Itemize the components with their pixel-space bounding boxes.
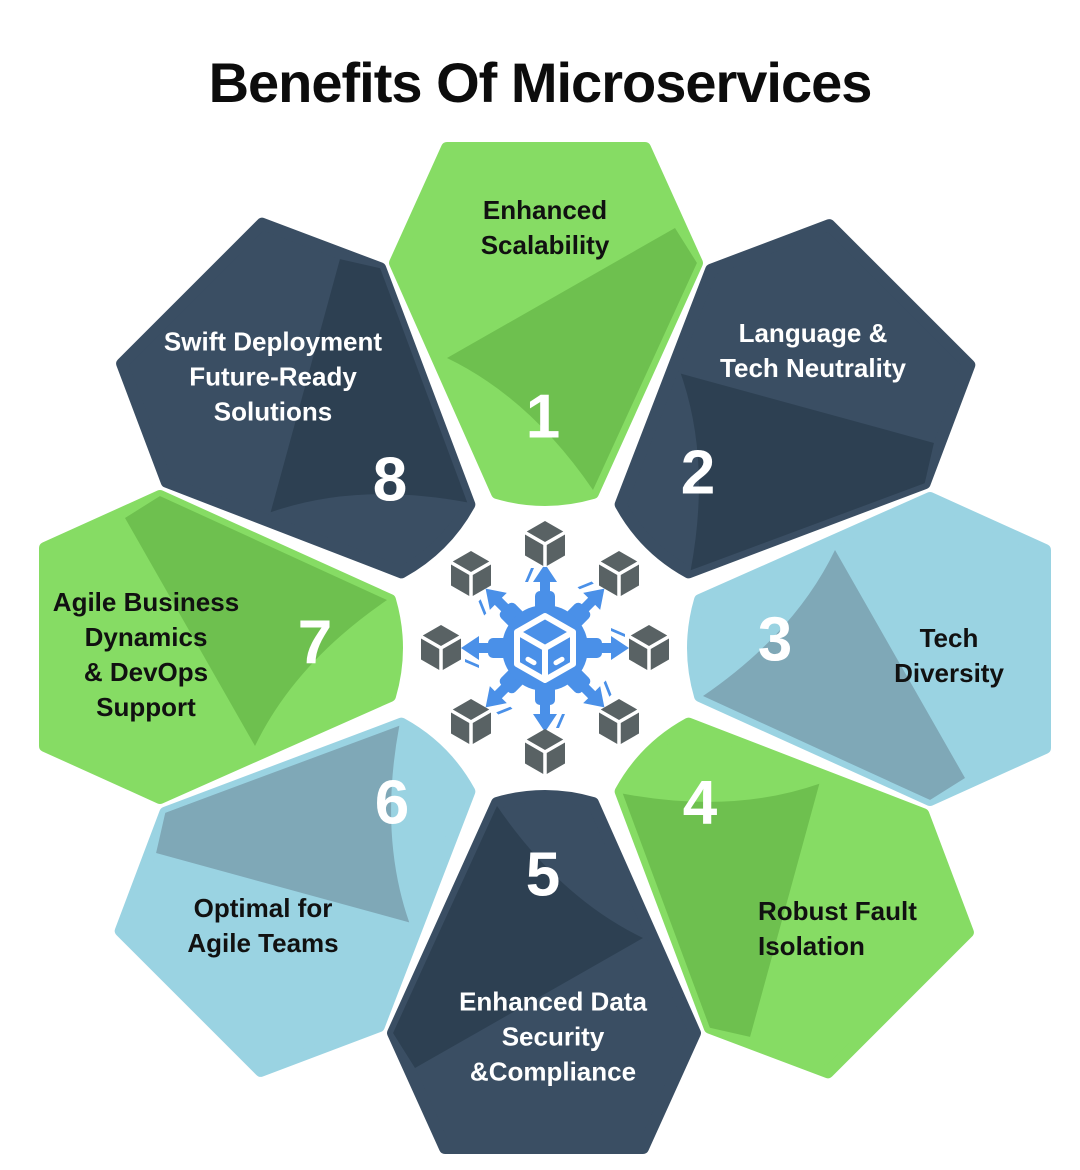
- petal-8-number: 8: [372, 445, 408, 515]
- petal-2-fold: [680, 373, 934, 571]
- petal-8-label: Swift Deployment Future-Ready Solutions: [163, 326, 383, 427]
- petal-7-number: 7: [297, 608, 333, 678]
- petal-1-fold: [447, 228, 697, 490]
- cube-icon: [523, 519, 567, 569]
- cube-icon: [419, 623, 463, 673]
- petal-2-label: Language & Tech Neutrality: [720, 318, 906, 383]
- petal-7-label: Agile Business Dynamics & DevOps Support: [52, 587, 240, 722]
- cube-icon: [449, 697, 493, 747]
- petal-4-label: Robust Fault Isolation: [758, 896, 917, 961]
- microservices-hub-icon: [419, 519, 671, 777]
- cube-icon: [597, 697, 641, 747]
- petal-5-fold: [393, 806, 643, 1068]
- petal-7-fold: [125, 496, 387, 746]
- petal-5-label: Enhanced Data Security &Compliance: [459, 986, 647, 1087]
- petal-4-fold: [622, 783, 820, 1037]
- petal-6-label: Optimal for Agile Teams: [187, 893, 339, 958]
- petal-4-number: 4: [682, 768, 718, 838]
- petal-2: [544, 188, 1006, 650]
- gear-icon: [488, 591, 602, 705]
- petal-7: [45, 496, 397, 798]
- petal-8: [85, 187, 547, 649]
- cube-icon: [523, 727, 567, 777]
- petal-8-fold: [270, 259, 468, 513]
- petal-5-number: 5: [525, 840, 561, 910]
- cube-icon: [627, 623, 671, 673]
- petal-3-label: Tech Diversity: [894, 623, 1004, 688]
- gear-cube-icon: [514, 613, 576, 683]
- petal-6: [84, 645, 546, 1107]
- petal-2-number: 2: [680, 438, 716, 508]
- page-title: Benefits Of Microservices: [208, 51, 873, 114]
- petal-3-number: 3: [757, 605, 793, 675]
- petal-4: [542, 647, 1004, 1109]
- cube-icon: [597, 549, 641, 599]
- petal-6-fold: [156, 725, 410, 923]
- petal-1-number: 1: [525, 382, 561, 452]
- cube-icon: [449, 549, 493, 599]
- petal-3: [693, 498, 1045, 800]
- petal-1-label: Enhanced Scalability: [480, 195, 610, 260]
- petal-5: [393, 796, 695, 1148]
- petal-1: [395, 148, 697, 500]
- petal-3-fold: [703, 550, 965, 800]
- petal-6-number: 6: [374, 768, 410, 838]
